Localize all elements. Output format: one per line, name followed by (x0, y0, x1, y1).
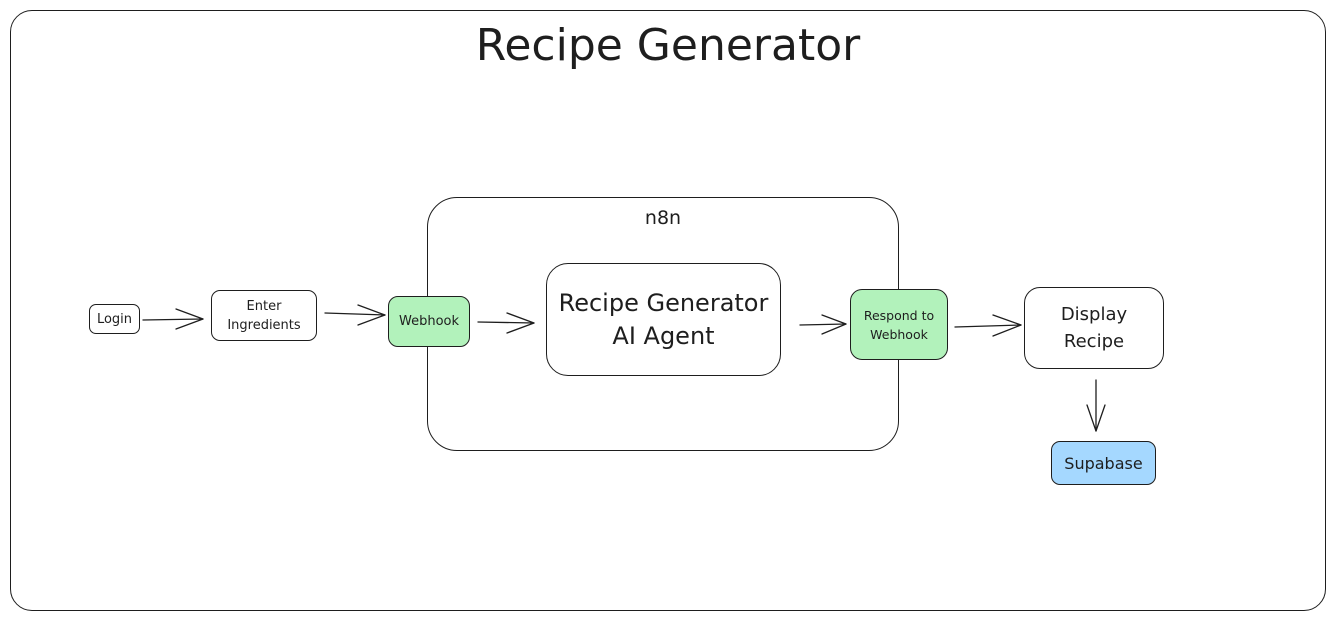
node-webhook: Webhook (388, 296, 470, 347)
n8n-group-label: n8n (644, 207, 682, 229)
node-enter-ingredients: Enter Ingredients (211, 290, 317, 341)
node-respond-to-webhook: Respond to Webhook (850, 289, 948, 360)
node-ai-agent: Recipe Generator AI Agent (546, 263, 781, 376)
node-display-recipe: Display Recipe (1024, 287, 1164, 369)
node-supabase: Supabase (1051, 441, 1156, 485)
outer-frame (10, 10, 1326, 611)
diagram-title: Recipe Generator (475, 20, 861, 71)
node-login: Login (89, 304, 140, 334)
